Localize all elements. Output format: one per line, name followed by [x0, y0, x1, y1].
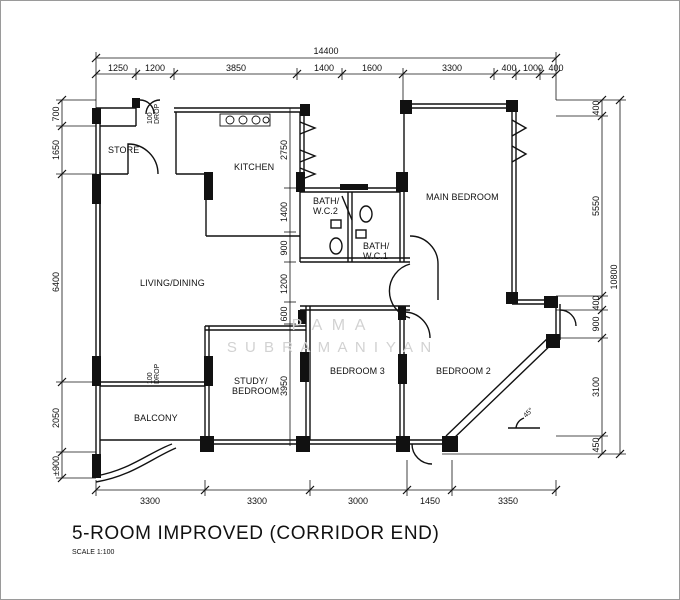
dim-right-5: 3100	[591, 377, 601, 397]
dim-bottom-5: 3350	[498, 496, 518, 506]
dim-top-2: 1200	[145, 63, 165, 73]
room-study-line2: BEDROOM	[232, 386, 279, 396]
room-kitchen: KITCHEN	[234, 162, 274, 172]
room-bath-wc2-line1: BATH/	[313, 196, 340, 206]
dim-right-3: 400	[591, 295, 601, 310]
dim-right-overall: 10800	[609, 264, 619, 289]
dim-top-5: 1600	[362, 63, 382, 73]
room-bath-wc1-line1: BATH/	[363, 241, 390, 251]
dim-left-3: 6400	[51, 272, 61, 292]
dim-right-6: 450	[591, 437, 601, 452]
room-bath-wc2-line2: W.C.2	[313, 206, 338, 216]
dim-top-4: 1400	[314, 63, 334, 73]
dim-top-7: 400	[501, 63, 516, 73]
dim-inner-2: 1400	[279, 202, 289, 222]
dim-bottom-3: 3000	[348, 496, 368, 506]
dim-top-8: 1000	[523, 63, 543, 73]
room-store: STORE	[108, 145, 139, 155]
dim-inner-6: 3950	[279, 376, 289, 396]
dim-left-5: ±900	[51, 456, 61, 476]
drop-label-top-value: 100	[147, 112, 154, 124]
plan-scale: SCALE 1:100	[72, 549, 115, 556]
dim-right-4: 900	[591, 316, 601, 331]
dim-top-overall: 14400	[313, 46, 338, 56]
dim-left-2: 1650	[51, 140, 61, 160]
dim-right-1: 400	[591, 100, 601, 115]
dim-inner-5: 600	[279, 306, 289, 321]
watermark-line1: P A M A	[292, 317, 369, 334]
dim-top-3: 3850	[226, 63, 246, 73]
plan-title: 5-ROOM IMPROVED (CORRIDOR END)	[72, 523, 440, 544]
dim-bottom-2: 3300	[247, 496, 267, 506]
room-living-dining: LIVING/DINING	[140, 278, 205, 288]
dim-left-1: 700	[51, 106, 61, 121]
room-bedroom-2: BEDROOM 2	[436, 366, 491, 376]
watermark-line2: S U B R A M A N I Y A N	[227, 339, 433, 356]
room-bath-wc1-line2: W.C.1	[363, 251, 388, 261]
dim-right-2: 5550	[591, 196, 601, 216]
dim-top-9: 400	[548, 63, 563, 73]
dim-top-1: 1250	[108, 63, 128, 73]
dim-inner-4: 1200	[279, 274, 289, 294]
room-balcony: BALCONY	[134, 413, 178, 423]
dim-inner-1: 2750	[279, 140, 289, 160]
room-study-line1: STUDY/	[234, 376, 268, 386]
structural-columns	[92, 98, 560, 478]
dim-top-6: 3300	[442, 63, 462, 73]
room-main-bedroom: MAIN BEDROOM	[426, 192, 499, 202]
drop-label-bottom-value: 100	[147, 372, 154, 384]
room-bedroom-3: BEDROOM 3	[330, 366, 385, 376]
drop-label-top: DROP	[154, 103, 161, 124]
dim-inner-3: 900	[279, 240, 289, 255]
drop-label-bottom: DROP	[154, 363, 161, 384]
dim-bottom-4: 1450	[420, 496, 440, 506]
dim-left-4: 2050	[51, 408, 61, 428]
dim-bottom-1: 3300	[140, 496, 160, 506]
